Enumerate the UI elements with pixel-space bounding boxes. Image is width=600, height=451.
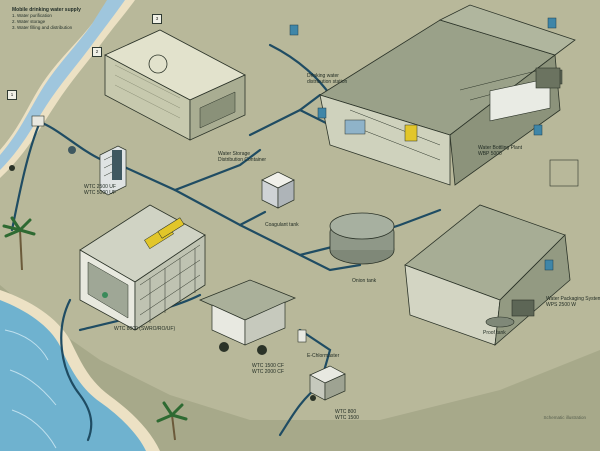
sign-4 <box>547 17 557 29</box>
legend-item: 1. Water purification <box>12 13 52 18</box>
marker-1: 1 <box>7 90 17 100</box>
label-bottling-plant: Water Bottling Plant WBP 5000 <box>478 145 523 157</box>
lower-terrain <box>0 285 600 451</box>
bottling-plant-tent <box>319 4 576 186</box>
schematic-note: Schematic illustration <box>543 415 586 420</box>
pipe-river-intake <box>38 120 104 162</box>
sign-1 <box>289 24 299 36</box>
river <box>0 0 125 170</box>
sign-2 <box>317 107 327 119</box>
label-chlorinator: E-Chlormaster <box>307 353 340 359</box>
label-storage-container: Water Storage Distribution Container <box>218 151 267 163</box>
label-drinking-station: Drinking water distribution station <box>307 73 348 85</box>
wtc-small-unit <box>309 365 346 401</box>
pipe-onion-out <box>298 253 362 272</box>
riverbank <box>0 0 135 178</box>
wtc-cf-trailer <box>198 279 297 355</box>
proof-tank <box>485 316 515 328</box>
label-wtc-8000: WTC 8000 (SWRO/RO/UF) <box>114 326 176 332</box>
label-packaging-system: Water Packaging System WPS 2500 W <box>546 296 600 308</box>
sea <box>0 300 146 451</box>
pipe-river-south <box>10 120 42 232</box>
marker-2: 2 <box>92 47 102 57</box>
label-wtc-small: WTC 800 WTC 1500 <box>335 409 359 421</box>
onion-tank <box>329 212 395 265</box>
pipe-sea-outlet <box>60 298 93 442</box>
legend: Mobile drinking water supply 1. Water pu… <box>12 7 81 31</box>
legend-item: 2. Water storage <box>12 19 46 24</box>
sign-5 <box>544 259 554 271</box>
storage-container <box>104 29 246 141</box>
sign-3 <box>533 124 543 136</box>
signs <box>289 17 557 271</box>
label-wtc-uf: WTC 2500 UF WTC 5000 UF <box>84 184 116 196</box>
wtc-uf-unit <box>99 145 127 196</box>
wtc-8000-container <box>79 204 206 331</box>
label-wtc-cf: WTC 1500 CF WTC 2000 CF <box>252 363 284 375</box>
label-coagulant-tank: Coagulant tank <box>265 222 299 228</box>
waves <box>4 329 57 449</box>
palm-trees <box>2 216 188 441</box>
label-proof-tank: Proof tank <box>483 330 506 336</box>
label-onion-tank: Onion tank <box>352 278 377 284</box>
chlorinator-unit <box>297 329 307 343</box>
crate-stack <box>549 159 579 187</box>
coagulant-tank <box>261 171 295 209</box>
tank-top-right <box>535 67 561 89</box>
legend-item: 3. Water filling and distribution <box>12 25 73 30</box>
intake-pump <box>9 115 76 171</box>
marker-3: 3 <box>152 14 162 24</box>
pipe-to-storage <box>118 148 262 192</box>
legend-title: Mobile drinking water supply <box>12 7 81 13</box>
